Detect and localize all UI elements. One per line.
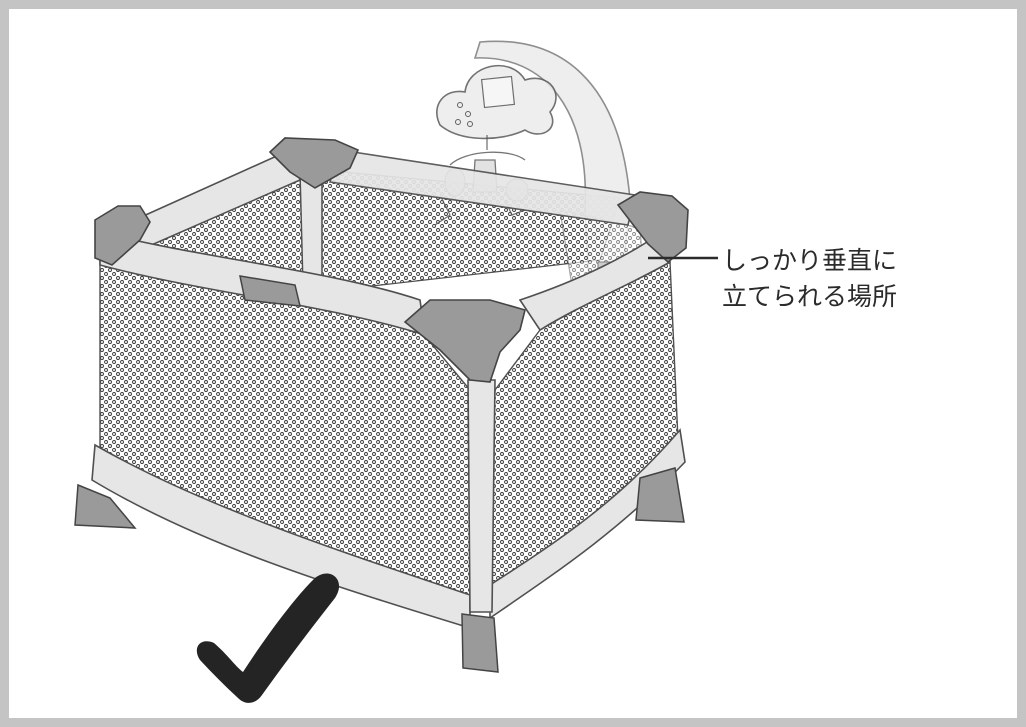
checkmark-icon [196,573,340,703]
top-rail-front-right [518,228,671,332]
foot-front [461,613,499,673]
front-upright [467,379,496,613]
bottom-skirt-front-right [489,428,686,620]
callout-line-2: 立てられる場所 [722,282,898,311]
corner-cap-front [403,299,526,383]
corner-cap-left [94,205,151,266]
rail-handle [239,275,301,307]
callout-line-1: しっかり垂直に [722,246,898,275]
foot-right [635,467,685,523]
mobile-cloud [436,64,557,140]
foot-left [74,483,137,529]
callout-label: しっかり垂直に 立てられる場所 [722,243,897,315]
corner-cap-back [268,137,360,189]
corner-cap-right [616,191,689,264]
